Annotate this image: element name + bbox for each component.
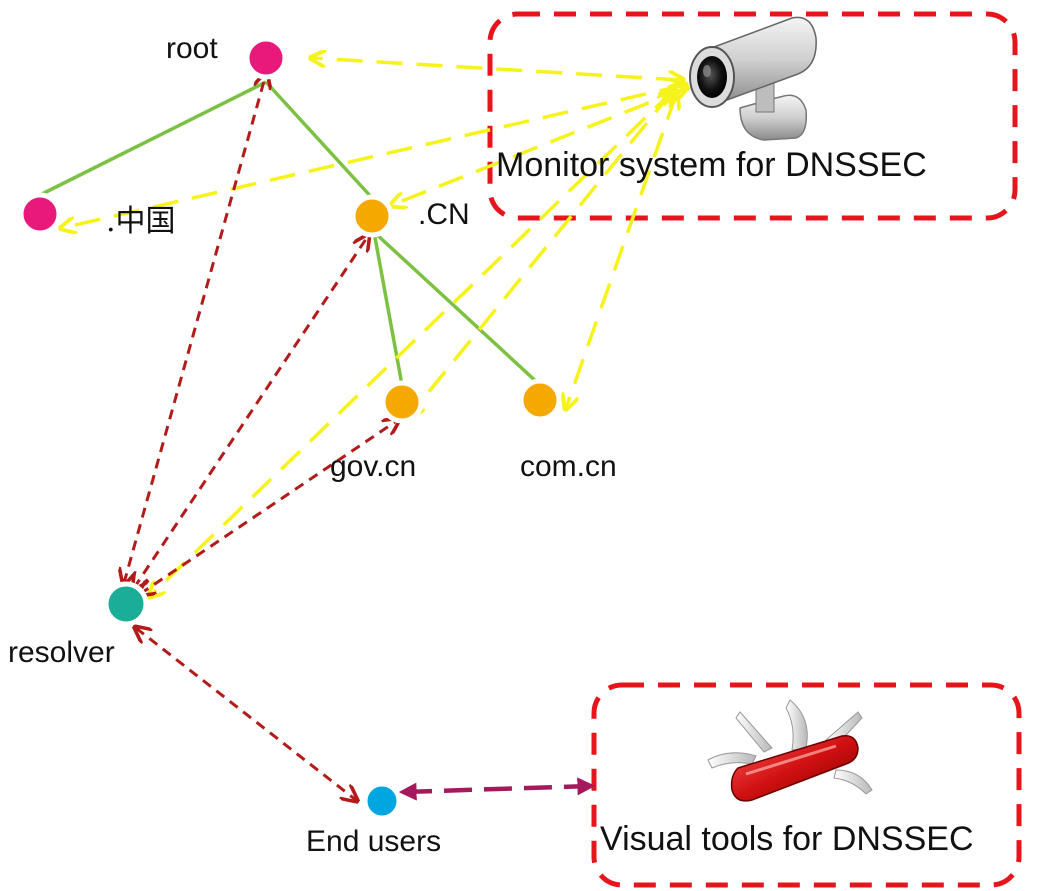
node-gov-cn: [380, 380, 424, 424]
query-arrow-end-users: [136, 628, 356, 800]
query-arrow-root: [124, 74, 266, 583]
monitor-arrow-root: [312, 58, 682, 80]
label-root: root: [166, 32, 218, 65]
node-cn: [350, 194, 394, 238]
edge-root-cn: [264, 80, 376, 202]
label-com-cn: com.cn: [520, 450, 617, 483]
visual-tools-label: Visual tools for DNSSEC: [600, 820, 974, 858]
node-resolver: [103, 581, 149, 627]
node-root: [244, 36, 288, 80]
label-resolver: resolver: [8, 636, 115, 669]
label-cn: .CN: [418, 198, 470, 231]
edge-root-zhongguo: [39, 80, 267, 197]
tools-arrow: [398, 777, 596, 801]
camera-icon: [689, 16, 817, 141]
query-arrows: [124, 74, 398, 800]
monitor-box: [487, 11, 1018, 221]
multitool-knife-icon: [707, 699, 873, 802]
query-arrow-cn: [134, 236, 368, 588]
nodes: [18, 36, 562, 821]
node-end-users: [362, 781, 402, 821]
node-com-cn: [518, 378, 562, 422]
query-arrow-gov: [140, 420, 398, 594]
monitor-arrow-com: [566, 95, 676, 408]
label-zhongguo: .中国: [106, 204, 176, 239]
label-end-users: End users: [306, 825, 442, 858]
label-gov-cn: gov.cn: [330, 450, 417, 483]
monitor-system-label: Monitor system for DNSSEC: [496, 146, 927, 184]
node-zhongguo: [18, 192, 62, 236]
